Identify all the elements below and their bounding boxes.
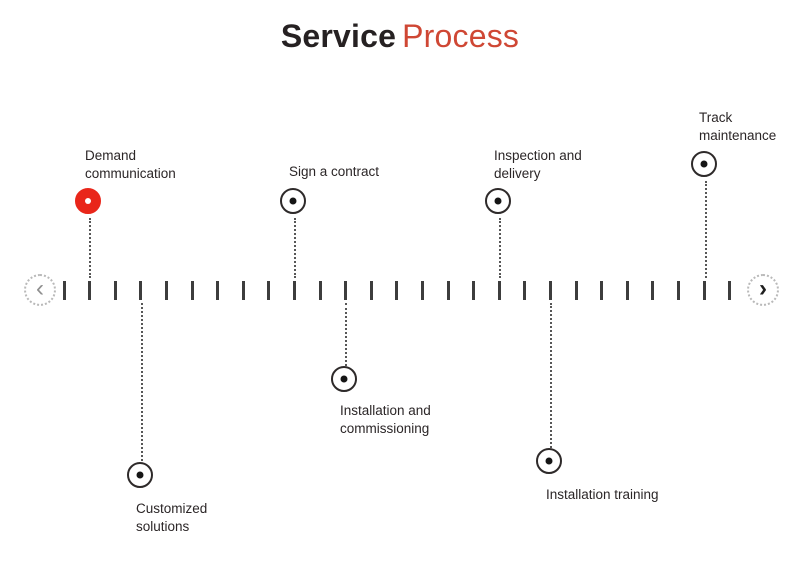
- timeline-tick: [497, 281, 501, 300]
- timeline-tick: [139, 281, 143, 300]
- timeline-tick: [216, 281, 220, 300]
- timeline-tick: [651, 281, 655, 300]
- milestone-label-sign-a-contract: Sign a contract: [289, 164, 380, 179]
- timeline-tick: [62, 281, 66, 300]
- timeline-tick: [113, 281, 117, 300]
- timeline-tick: [395, 281, 399, 300]
- milestone-node-installation-and-commissioning: [331, 366, 357, 392]
- timeline-tick: [625, 281, 629, 300]
- milestone-label-customized-solutions: Customized solutions: [136, 501, 208, 534]
- timeline-tick: [88, 281, 92, 300]
- timeline-tick: [369, 281, 373, 300]
- milestone-node-customized-solutions: [127, 462, 153, 488]
- timeline-tick: [190, 281, 194, 300]
- connector-inspection-and-delivery: [499, 218, 501, 278]
- connector-sign-a-contract: [294, 218, 296, 278]
- timeline-tick: [420, 281, 424, 300]
- timeline-tick: [702, 281, 706, 300]
- milestone-node-sign-a-contract: [280, 188, 306, 214]
- timeline-tick: [241, 281, 245, 300]
- connector-demand-communication: [89, 218, 91, 278]
- next-button[interactable]: ›: [747, 274, 779, 306]
- prev-button[interactable]: ‹: [24, 274, 56, 306]
- milestone-node-track-maintenance: [691, 151, 717, 177]
- timeline-tick: [472, 281, 476, 300]
- timeline-tick: [728, 281, 732, 300]
- title-primary: Service: [280, 18, 397, 54]
- milestone-node-inspection-and-delivery: [485, 188, 511, 214]
- milestone-label-installation-training: Installation training: [546, 487, 659, 502]
- connector-installation-training: [550, 303, 552, 448]
- timeline-tick: [318, 281, 322, 300]
- milestone-node-installation-training: [536, 448, 562, 474]
- chevron-right-icon: ›: [759, 274, 767, 302]
- connector-track-maintenance: [705, 181, 707, 278]
- milestone-label-track-maintenance: Track maintenance: [699, 110, 777, 143]
- timeline-tick: [344, 281, 348, 300]
- milestone-node-demand-communication: [75, 188, 101, 214]
- title-secondary: Process: [402, 18, 520, 54]
- milestone-label-inspection-and-delivery: Inspection and delivery: [494, 148, 582, 181]
- timeline-tick: [574, 281, 578, 300]
- chevron-left-icon: ‹: [36, 274, 44, 302]
- timeline-tick: [523, 281, 527, 300]
- connector-customized-solutions: [141, 303, 143, 461]
- timeline-tick: [676, 281, 680, 300]
- connector-installation-and-commissioning: [345, 303, 347, 366]
- timeline-tick: [292, 281, 296, 300]
- timeline-tick: [446, 281, 450, 300]
- milestone-label-demand-communication: Demand communication: [85, 148, 176, 181]
- milestone-label-installation-and-commissioning: Installation and commissioning: [340, 403, 431, 436]
- timeline-tick: [164, 281, 168, 300]
- timeline-tick: [267, 281, 271, 300]
- timeline-tick: [548, 281, 552, 300]
- timeline-tick: [600, 281, 604, 300]
